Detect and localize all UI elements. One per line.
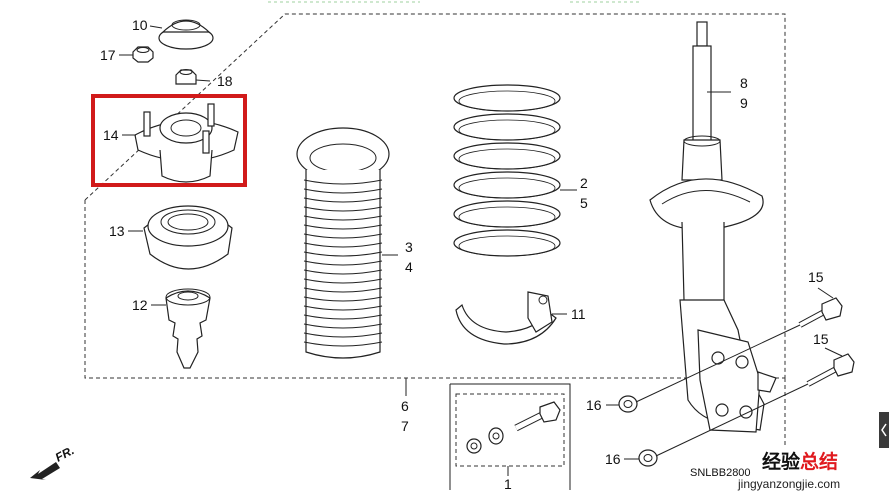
callout-15-lower: 15	[813, 331, 829, 347]
spring-insulator-part	[455, 291, 567, 345]
callout-16-lower: 16	[605, 451, 621, 467]
upper-mount-part	[122, 103, 239, 183]
callout-8: 8	[740, 75, 748, 91]
assembly-guide-lines	[635, 324, 809, 457]
bolt-15-upper-part	[798, 287, 843, 328]
spring-seat-part	[128, 205, 233, 270]
callout-17: 17	[100, 47, 116, 63]
highlight-box	[91, 94, 247, 187]
callout-15-upper: 15	[808, 269, 824, 285]
callout-16-upper: 16	[586, 397, 602, 413]
top-cap-part	[149, 19, 214, 50]
callout-18: 18	[217, 73, 233, 89]
direction-label: FR.	[53, 443, 77, 464]
callout-9: 9	[740, 95, 748, 111]
callout-4: 4	[405, 259, 413, 275]
callout-5: 5	[580, 195, 588, 211]
nut-16-upper-part	[606, 395, 638, 413]
callout-7: 7	[401, 418, 409, 434]
coil-spring-part	[453, 84, 577, 257]
dashed-boundary	[84, 13, 786, 445]
watermark-text-a: 经验	[762, 450, 801, 473]
strut-assembly-part	[649, 21, 777, 433]
chevron-left-icon	[881, 423, 887, 437]
callout-labels: 10 17 18 14 13 12 3 4 2 5 11 8 9 15 15 1…	[100, 17, 829, 492]
callout-11: 11	[571, 306, 586, 322]
callout-13: 13	[109, 223, 125, 239]
watermark-text-b: 总结	[800, 450, 838, 473]
diagram-code: SNLBB2800	[690, 467, 751, 479]
callout-12: 12	[132, 297, 148, 313]
dust-boot-part	[296, 127, 398, 359]
nut-18-part	[175, 69, 211, 85]
forward-direction-indicator: FR.	[30, 443, 76, 480]
site-watermark: 经验总结 jingyanzongjie.com	[737, 450, 840, 491]
svg-text:经验总结: 经验总结	[762, 450, 838, 473]
bolt-15-lower-part	[806, 347, 855, 387]
arrow-left-icon	[30, 462, 60, 480]
callout-6: 6	[401, 398, 409, 414]
callout-10: 10	[132, 17, 148, 33]
side-panel-handle[interactable]	[879, 412, 889, 448]
nut-16-lower-part	[624, 449, 658, 467]
watermark-url: jingyanzongjie.com	[737, 477, 840, 491]
callout-14: 14	[103, 127, 119, 143]
callout-3: 3	[405, 239, 413, 255]
nut-17-part	[119, 46, 154, 63]
bump-stop-part	[151, 288, 211, 369]
callout-1: 1	[504, 476, 512, 492]
callout-2: 2	[580, 175, 588, 191]
bolt-kit-part	[466, 401, 561, 454]
bolt-kit-frame	[405, 378, 571, 490]
